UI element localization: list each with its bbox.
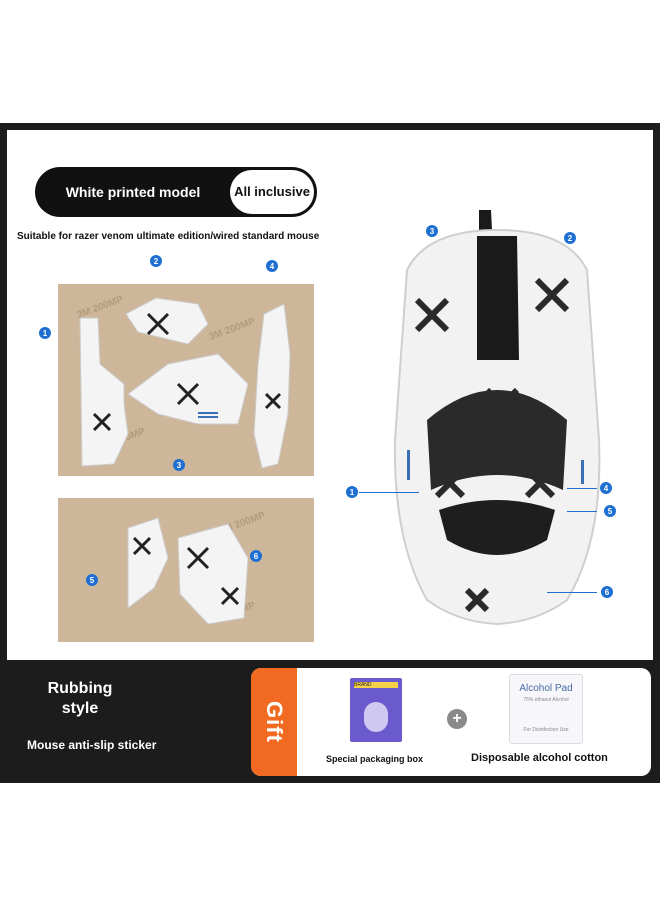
callout-6-mouse: 6 [601, 586, 613, 598]
callout-2: 2 [150, 255, 162, 267]
sticker-sheet-1: 3M 200MP 3M 200MP 3M 200MP [58, 284, 314, 476]
callout-4-mouse: 4 [600, 482, 612, 494]
callout-1-mouse: 1 [346, 486, 358, 498]
callout-4: 4 [266, 260, 278, 272]
gift-tag: Gift [251, 668, 297, 776]
callout-6: 6 [250, 550, 262, 562]
product-frame: White printed model All inclusive Suitab… [0, 123, 660, 783]
style-title: Rubbing style [47, 680, 113, 717]
callout-line [567, 511, 597, 512]
alcohol-pad-image: Alcohol Pad 75% ethanol Alcohol For Disi… [509, 674, 583, 744]
gift-tag-label: Gift [261, 701, 287, 743]
product-panel: White printed model All inclusive Suitab… [7, 130, 653, 660]
callout-line [567, 488, 597, 489]
callout-line [359, 492, 419, 493]
callout-1: 1 [39, 327, 51, 339]
sticker-pieces-1 [79, 297, 291, 469]
packaging-box-image: BRAND [350, 678, 402, 742]
gift-card: Gift BRAND Special packaging box + Alcoh… [251, 668, 651, 776]
sticker-pieces-2 [127, 517, 249, 625]
inclusive-label[interactable]: All inclusive [230, 170, 314, 214]
callout-3-mouse: 3 [426, 225, 438, 237]
packaging-box-brand: BRAND [354, 682, 398, 688]
alcohol-pad-note: For Disinfection Use [523, 727, 569, 733]
callout-3: 3 [173, 459, 185, 471]
packaging-box-label: Special packaging box [326, 754, 424, 764]
callout-2-mouse: 2 [564, 232, 576, 244]
mouse-illustration [393, 210, 601, 626]
model-label[interactable]: White printed model [65, 184, 201, 200]
alcohol-pad-subtitle: 75% ethanol Alcohol [523, 697, 569, 703]
mouse-icon [364, 702, 388, 732]
plus-icon: + [447, 709, 467, 729]
callout-line [547, 592, 597, 593]
compatibility-text: Suitable for razer venom ultimate editio… [17, 231, 320, 242]
style-subtitle: Mouse anti-slip sticker [27, 738, 157, 752]
alcohol-cotton-label: Disposable alcohol cotton [471, 752, 608, 764]
callout-5-mouse: 5 [604, 505, 616, 517]
callout-5: 5 [86, 574, 98, 586]
sticker-sheet-2: 3M 200MP 3M 200MP [58, 498, 314, 642]
model-selector[interactable]: White printed model All inclusive [35, 167, 317, 217]
alcohol-pad-title: Alcohol Pad [519, 683, 573, 694]
